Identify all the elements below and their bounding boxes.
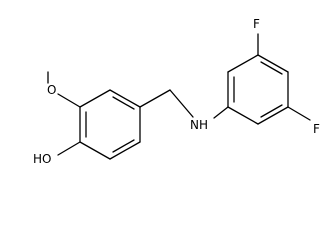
methylene-amine-linker: NH	[139, 89, 229, 132]
difluorophenyl-ring	[227, 54, 289, 125]
fluorine-bottom-label: F	[313, 122, 320, 136]
fluorine-substituents: F F	[253, 17, 320, 136]
amine-label: NH	[190, 118, 208, 132]
hydroxyl-label: HO	[33, 152, 51, 166]
methoxy-group: O	[47, 71, 81, 108]
methoxy-oxygen-label: O	[47, 83, 56, 97]
structure-canvas: O HO NH F F	[33, 17, 320, 166]
chemical-structure: O HO NH F F	[33, 17, 320, 166]
hydroxyl-group: HO	[33, 141, 81, 166]
methoxyphenol-ring	[79, 89, 141, 160]
fluorine-top-label: F	[253, 17, 260, 31]
